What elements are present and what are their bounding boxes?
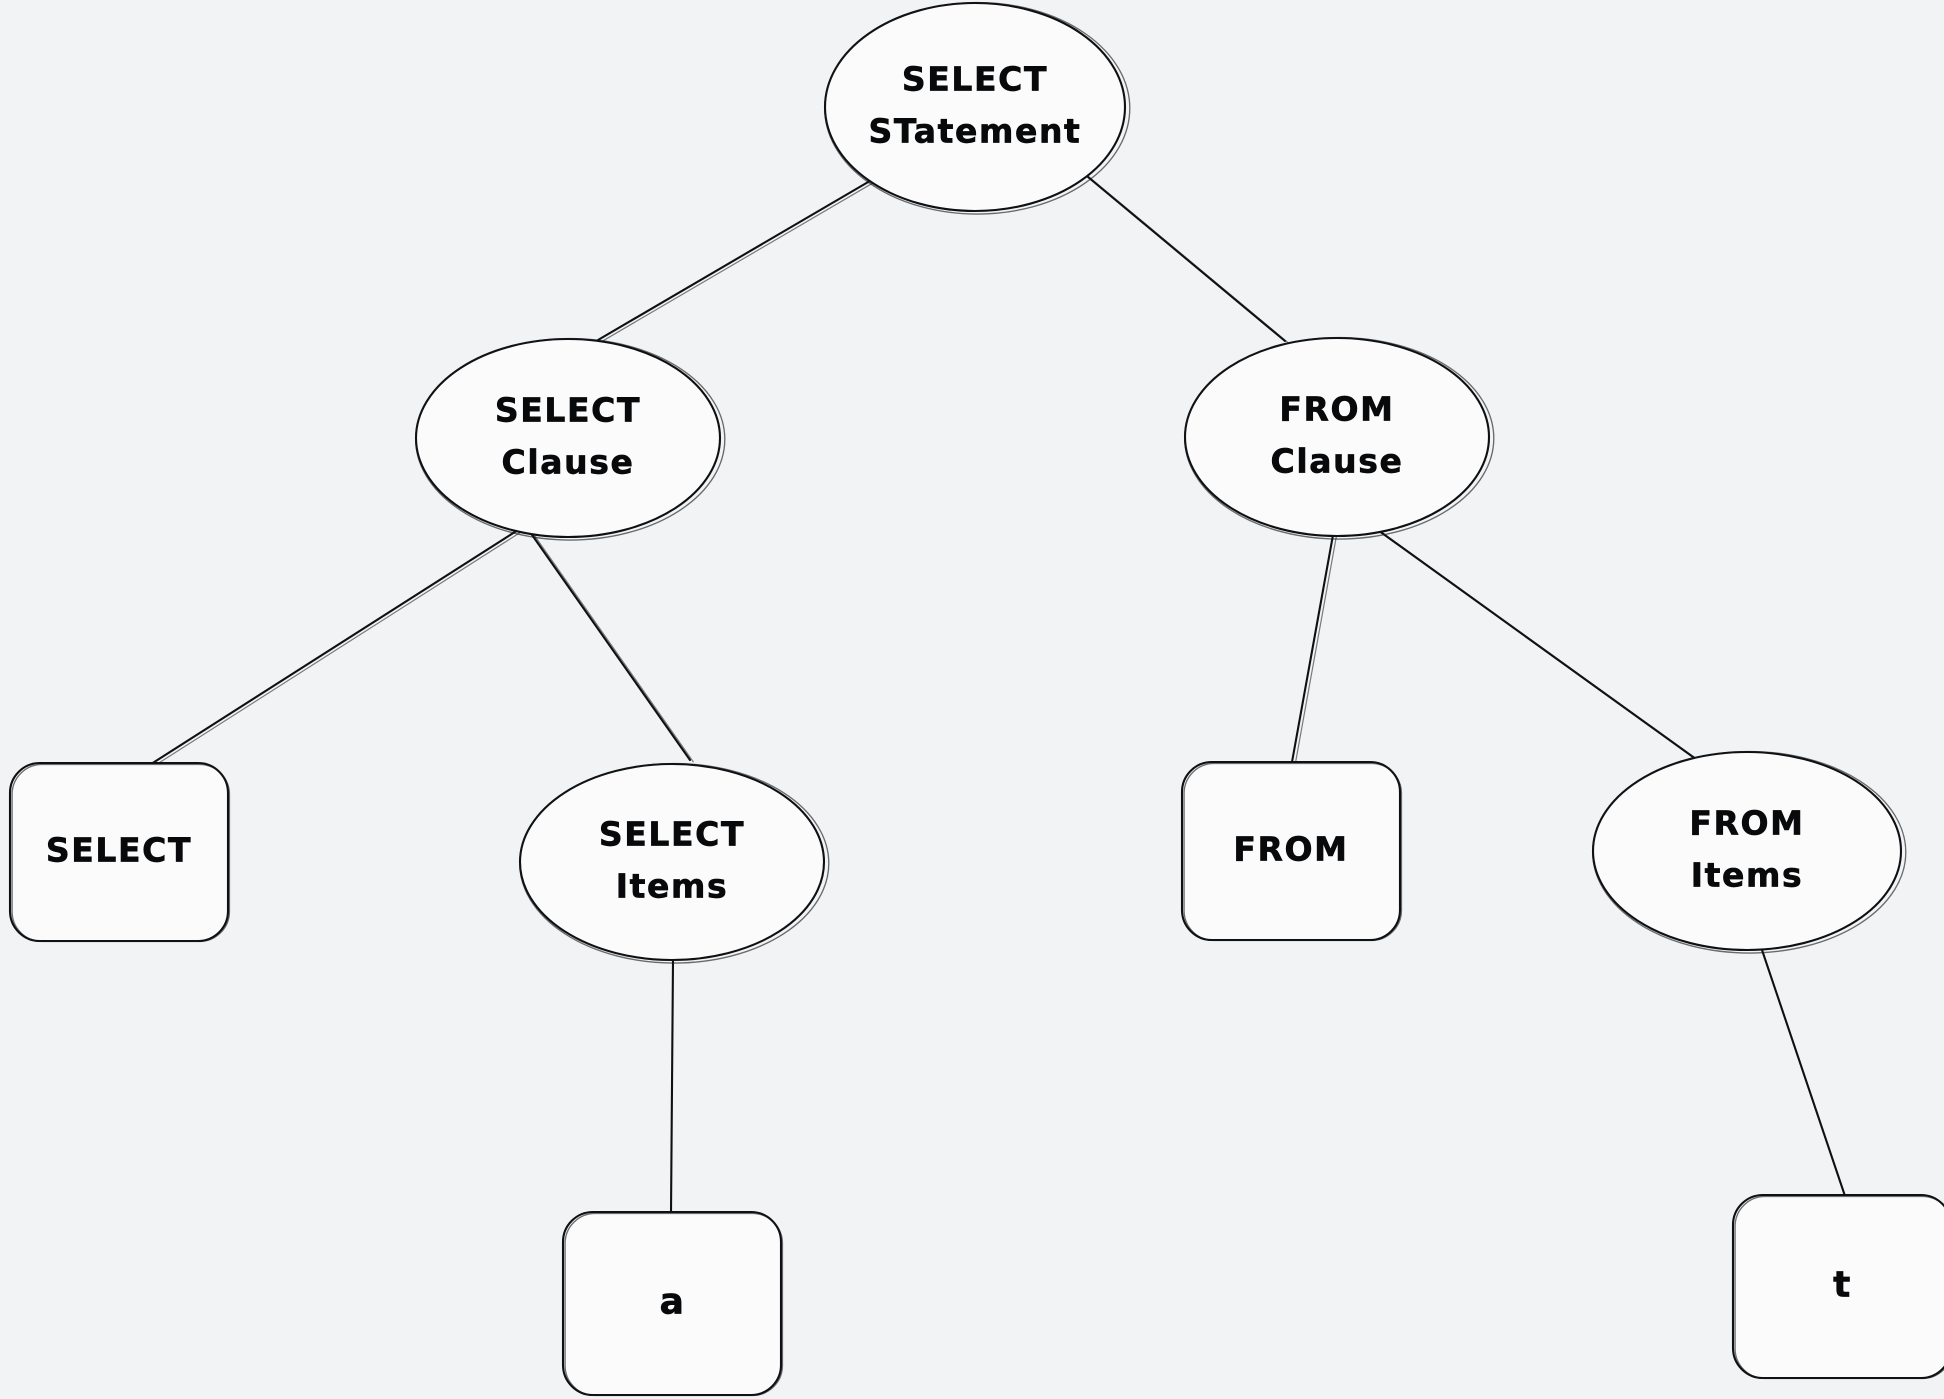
edge-from-clause-to-from-items — [1373, 526, 1704, 765]
edge-select-items-to-column-a — [669, 958, 675, 1215]
node-label-line1: SELECT — [495, 391, 641, 430]
node-label-line2: STatement — [869, 112, 1082, 151]
node-ellipse-sketch-overlay — [1592, 750, 1907, 954]
node-from-items[interactable]: FROM Items — [1591, 750, 1907, 954]
edge-line-sketch-overlay — [1377, 529, 1704, 765]
node-ellipse-sketch-overlay — [824, 1, 1131, 215]
node-column-a[interactable]: a — [561, 1210, 784, 1397]
edge-line — [1760, 948, 1847, 1198]
edge-line — [1290, 533, 1335, 764]
node-label-line2: Items — [616, 867, 728, 906]
node-label-line2: Clause — [1271, 442, 1404, 481]
node-rect-sketch-overlay — [564, 1212, 784, 1397]
edge-line — [1080, 170, 1287, 343]
edge-line — [528, 530, 692, 762]
node-label-line1: FROM — [1689, 804, 1804, 843]
edge-line-sketch-overlay — [600, 179, 879, 343]
edge-from-clause-to-from-keyword — [1290, 533, 1337, 765]
node-ellipse[interactable] — [1591, 750, 1903, 952]
edge-layer — [146, 170, 1847, 1215]
edge-line-sketch-overlay — [150, 531, 522, 769]
node-ellipse[interactable] — [1183, 336, 1491, 538]
node-select-statement[interactable]: SELECT STatement — [823, 1, 1131, 215]
edge-line — [596, 176, 877, 342]
edge-from-items-to-table-t — [1760, 948, 1847, 1198]
node-label-line1: SELECT — [902, 60, 1048, 99]
node-select-keyword[interactable]: SELECT — [8, 761, 231, 943]
node-layer: SELECT STatement SELECT Clause FROM Clau… — [8, 1, 1944, 1397]
edge-line — [146, 528, 520, 768]
node-table-t[interactable]: t — [1731, 1193, 1944, 1380]
node-label-line1: FROM — [1233, 830, 1348, 869]
edge-root-to-select-clause — [596, 176, 879, 343]
edge-line-sketch-overlay — [1294, 536, 1337, 765]
node-from-clause[interactable]: FROM Clause — [1183, 336, 1495, 540]
node-label-line1: SELECT — [46, 831, 192, 870]
edge-select-clause-to-select-keyword — [146, 528, 522, 769]
node-label-line1: FROM — [1279, 390, 1394, 429]
node-rect-sketch-overlay — [11, 763, 231, 943]
node-ellipse-sketch-overlay — [415, 337, 726, 541]
node-rect-sketch-overlay — [1183, 762, 1403, 942]
node-select-clause[interactable]: SELECT Clause — [414, 337, 726, 541]
node-label-line1: a — [660, 1282, 685, 1323]
edge-line-sketch-overlay — [1084, 173, 1289, 344]
edge-line-sketch-overlay — [532, 533, 694, 763]
node-select-items[interactable]: SELECT Items — [518, 762, 830, 964]
node-ellipse-sketch-overlay — [1184, 336, 1495, 540]
edge-line — [669, 958, 675, 1215]
node-label-line2: Items — [1691, 856, 1803, 895]
node-label-line1: SELECT — [599, 815, 745, 854]
node-ellipse-sketch-overlay — [519, 762, 830, 964]
node-label-line1: t — [1833, 1265, 1851, 1306]
node-ellipse[interactable] — [414, 337, 722, 539]
node-label-line2: Clause — [502, 443, 635, 482]
node-ellipse[interactable] — [518, 762, 826, 962]
node-rect-sketch-overlay — [1734, 1195, 1944, 1380]
node-ellipse[interactable] — [823, 1, 1127, 213]
edge-root-to-from-clause — [1080, 170, 1289, 344]
node-from-keyword[interactable]: FROM — [1180, 760, 1403, 942]
edge-select-clause-to-select-items — [528, 530, 694, 763]
